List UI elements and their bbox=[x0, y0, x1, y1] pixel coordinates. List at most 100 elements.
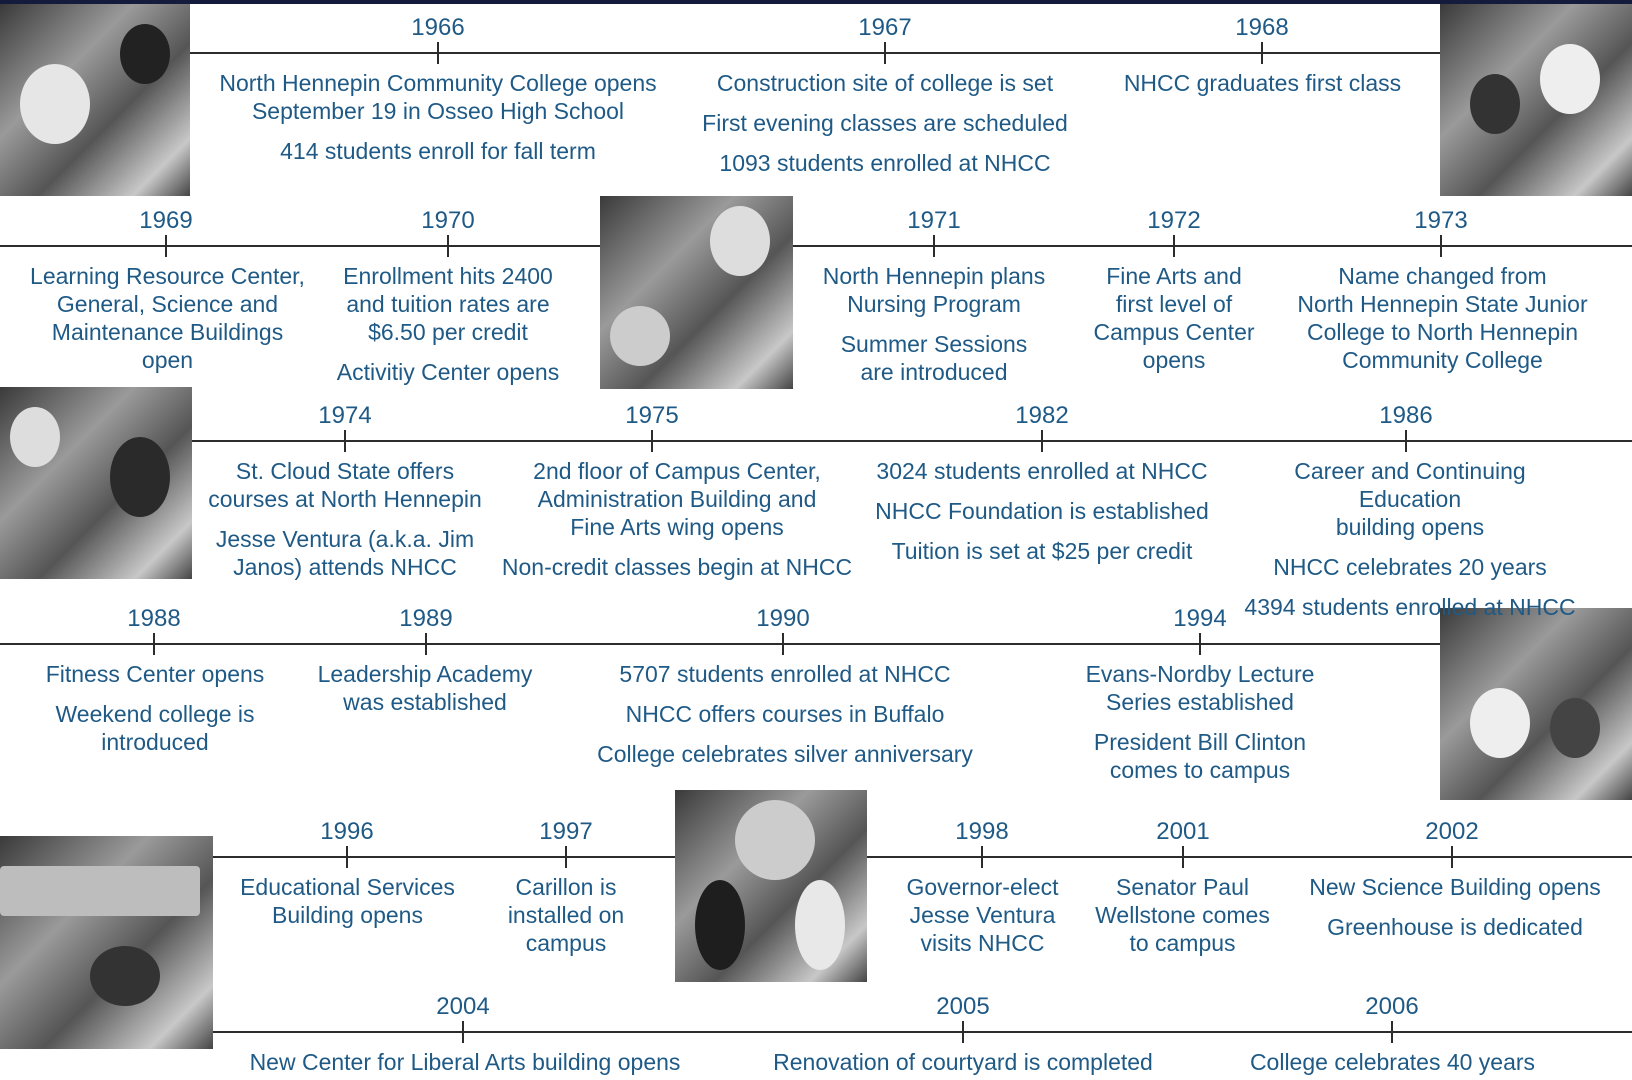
timeline-year: 2004 bbox=[436, 993, 490, 1020]
timeline-year: 1986 bbox=[1379, 402, 1433, 429]
timeline-year: 2002 bbox=[1425, 818, 1479, 845]
archival-photo-campus-sign bbox=[0, 836, 213, 1049]
timeline-tick bbox=[1173, 235, 1175, 257]
timeline-event: 4394 students enrolled at NHCC bbox=[1244, 594, 1576, 620]
timeline-tick bbox=[447, 235, 449, 257]
timeline-row-1 bbox=[190, 52, 1440, 54]
timeline-events: NHCC graduates first class bbox=[1100, 69, 1425, 97]
timeline-event: Summer Sessions are introduced bbox=[840, 331, 1028, 385]
timeline-events: Renovation of courtyard is completed bbox=[743, 1048, 1183, 1076]
timeline-row-4 bbox=[0, 643, 1440, 645]
timeline-event: Greenhouse is dedicated bbox=[1327, 914, 1583, 940]
timeline-events: 5707 students enrolled at NHCC NHCC offer… bbox=[580, 660, 990, 768]
timeline-tick bbox=[1440, 235, 1442, 257]
timeline-event: Activitiy Center opens bbox=[336, 359, 560, 385]
timeline-event: Renovation of courtyard is completed bbox=[773, 1049, 1153, 1075]
timeline-events: Learning Resource Center, General, Scien… bbox=[20, 262, 315, 374]
timeline-year: 1967 bbox=[858, 14, 912, 41]
timeline-year: 1997 bbox=[539, 818, 593, 845]
timeline-events: Career and Continuing Education building… bbox=[1240, 457, 1580, 621]
timeline-year: 2001 bbox=[1156, 818, 1210, 845]
timeline-event: Fitness Center opens bbox=[45, 661, 265, 687]
timeline-event: NHCC offers courses in Buffalo bbox=[625, 701, 945, 727]
timeline-event: NHCC graduates first class bbox=[1123, 70, 1402, 96]
timeline-events: Carillon is installed on campus bbox=[486, 873, 646, 957]
timeline-year: 1989 bbox=[399, 605, 453, 632]
timeline-event: Learning Resource Center, General, Scien… bbox=[30, 263, 305, 373]
timeline-tick bbox=[1199, 633, 1201, 655]
timeline-events: North Hennepin Community College opens S… bbox=[210, 69, 666, 165]
timeline-year: 1975 bbox=[625, 402, 679, 429]
timeline-events: Fine Arts and first level of Campus Cent… bbox=[1080, 262, 1268, 374]
timeline-year: 2005 bbox=[936, 993, 990, 1020]
timeline-event: New Center for Liberal Arts building ope… bbox=[249, 1049, 681, 1075]
timeline-event: College celebrates silver anniversary bbox=[597, 741, 973, 767]
timeline-event: Evans-Nordby Lecture Series established bbox=[1085, 661, 1315, 715]
timeline-event: Construction site of college is set bbox=[716, 70, 1054, 96]
timeline-tick bbox=[981, 846, 983, 868]
timeline-event: NHCC celebrates 20 years bbox=[1273, 554, 1547, 580]
timeline-tick bbox=[425, 633, 427, 655]
timeline-year: 1974 bbox=[318, 402, 372, 429]
timeline-event: 1093 students enrolled at NHCC bbox=[719, 150, 1051, 176]
timeline-event: Governor-elect Jesse Ventura visits NHCC bbox=[906, 874, 1059, 956]
timeline-events: College celebrates 40 years bbox=[1230, 1048, 1555, 1076]
timeline-year: 1990 bbox=[756, 605, 810, 632]
archival-photo-event bbox=[1440, 608, 1632, 800]
timeline-tick bbox=[1182, 846, 1184, 868]
timeline-tick bbox=[962, 1021, 964, 1043]
timeline-tick bbox=[437, 42, 439, 64]
timeline-event: Carillon is installed on campus bbox=[507, 874, 625, 956]
timeline-year: 1969 bbox=[139, 207, 193, 234]
timeline-event: North Hennepin Community College opens S… bbox=[219, 70, 657, 124]
timeline-row-6 bbox=[213, 1031, 1632, 1033]
timeline-year: 1996 bbox=[320, 818, 374, 845]
timeline-event: 414 students enroll for fall term bbox=[280, 138, 596, 164]
timeline-event: 5707 students enrolled at NHCC bbox=[619, 661, 951, 687]
timeline-row-5a bbox=[213, 856, 675, 858]
timeline-event: Career and Continuing Education building… bbox=[1294, 458, 1526, 540]
timeline-event: College celebrates 40 years bbox=[1249, 1049, 1536, 1075]
timeline-tick bbox=[884, 42, 886, 64]
timeline-event: President Bill Clinton comes to campus bbox=[1093, 729, 1307, 783]
archival-photo-lab bbox=[600, 196, 793, 389]
archival-photo-award bbox=[675, 790, 867, 982]
timeline-year: 1968 bbox=[1235, 14, 1289, 41]
timeline-event: Leadership Academy was established bbox=[317, 661, 533, 715]
timeline-event: Name changed from North Hennepin State J… bbox=[1297, 263, 1588, 373]
timeline-event: Jesse Ventura (a.k.a. Jim Janos) attends… bbox=[215, 526, 475, 580]
timeline-year: 1988 bbox=[127, 605, 181, 632]
timeline-events: New Center for Liberal Arts building ope… bbox=[225, 1048, 705, 1076]
timeline-row-2b bbox=[793, 245, 1632, 247]
timeline-tick bbox=[651, 430, 653, 452]
timeline-tick bbox=[153, 633, 155, 655]
timeline-year: 1966 bbox=[411, 14, 465, 41]
timeline-event: NHCC Foundation is established bbox=[875, 498, 1209, 524]
timeline-tick bbox=[933, 235, 935, 257]
timeline-tick bbox=[1261, 42, 1263, 64]
timeline-year: 1982 bbox=[1015, 402, 1069, 429]
timeline-event: St. Cloud State offers courses at North … bbox=[208, 458, 482, 512]
timeline-events: St. Cloud State offers courses at North … bbox=[200, 457, 490, 581]
timeline-event: Enrollment hits 2400 and tuition rates a… bbox=[343, 263, 553, 345]
timeline-year: 1994 bbox=[1173, 605, 1227, 632]
timeline-tick bbox=[344, 430, 346, 452]
timeline-event: North Hennepin plans Nursing Program bbox=[822, 263, 1046, 317]
timeline-event: Educational Services Building opens bbox=[240, 874, 455, 928]
timeline-event: Senator Paul Wellstone comes to campus bbox=[1095, 874, 1270, 956]
timeline-events: Governor-elect Jesse Ventura visits NHCC bbox=[890, 873, 1075, 957]
timeline-year: 1998 bbox=[955, 818, 1009, 845]
timeline-tick bbox=[565, 846, 567, 868]
timeline-tick bbox=[165, 235, 167, 257]
timeline-event: Tuition is set at $25 per credit bbox=[891, 538, 1193, 564]
timeline-year: 1970 bbox=[421, 207, 475, 234]
timeline-tick bbox=[1041, 430, 1043, 452]
timeline-event: First evening classes are scheduled bbox=[702, 110, 1068, 136]
timeline-row-2a bbox=[0, 245, 600, 247]
timeline-tick bbox=[346, 846, 348, 868]
